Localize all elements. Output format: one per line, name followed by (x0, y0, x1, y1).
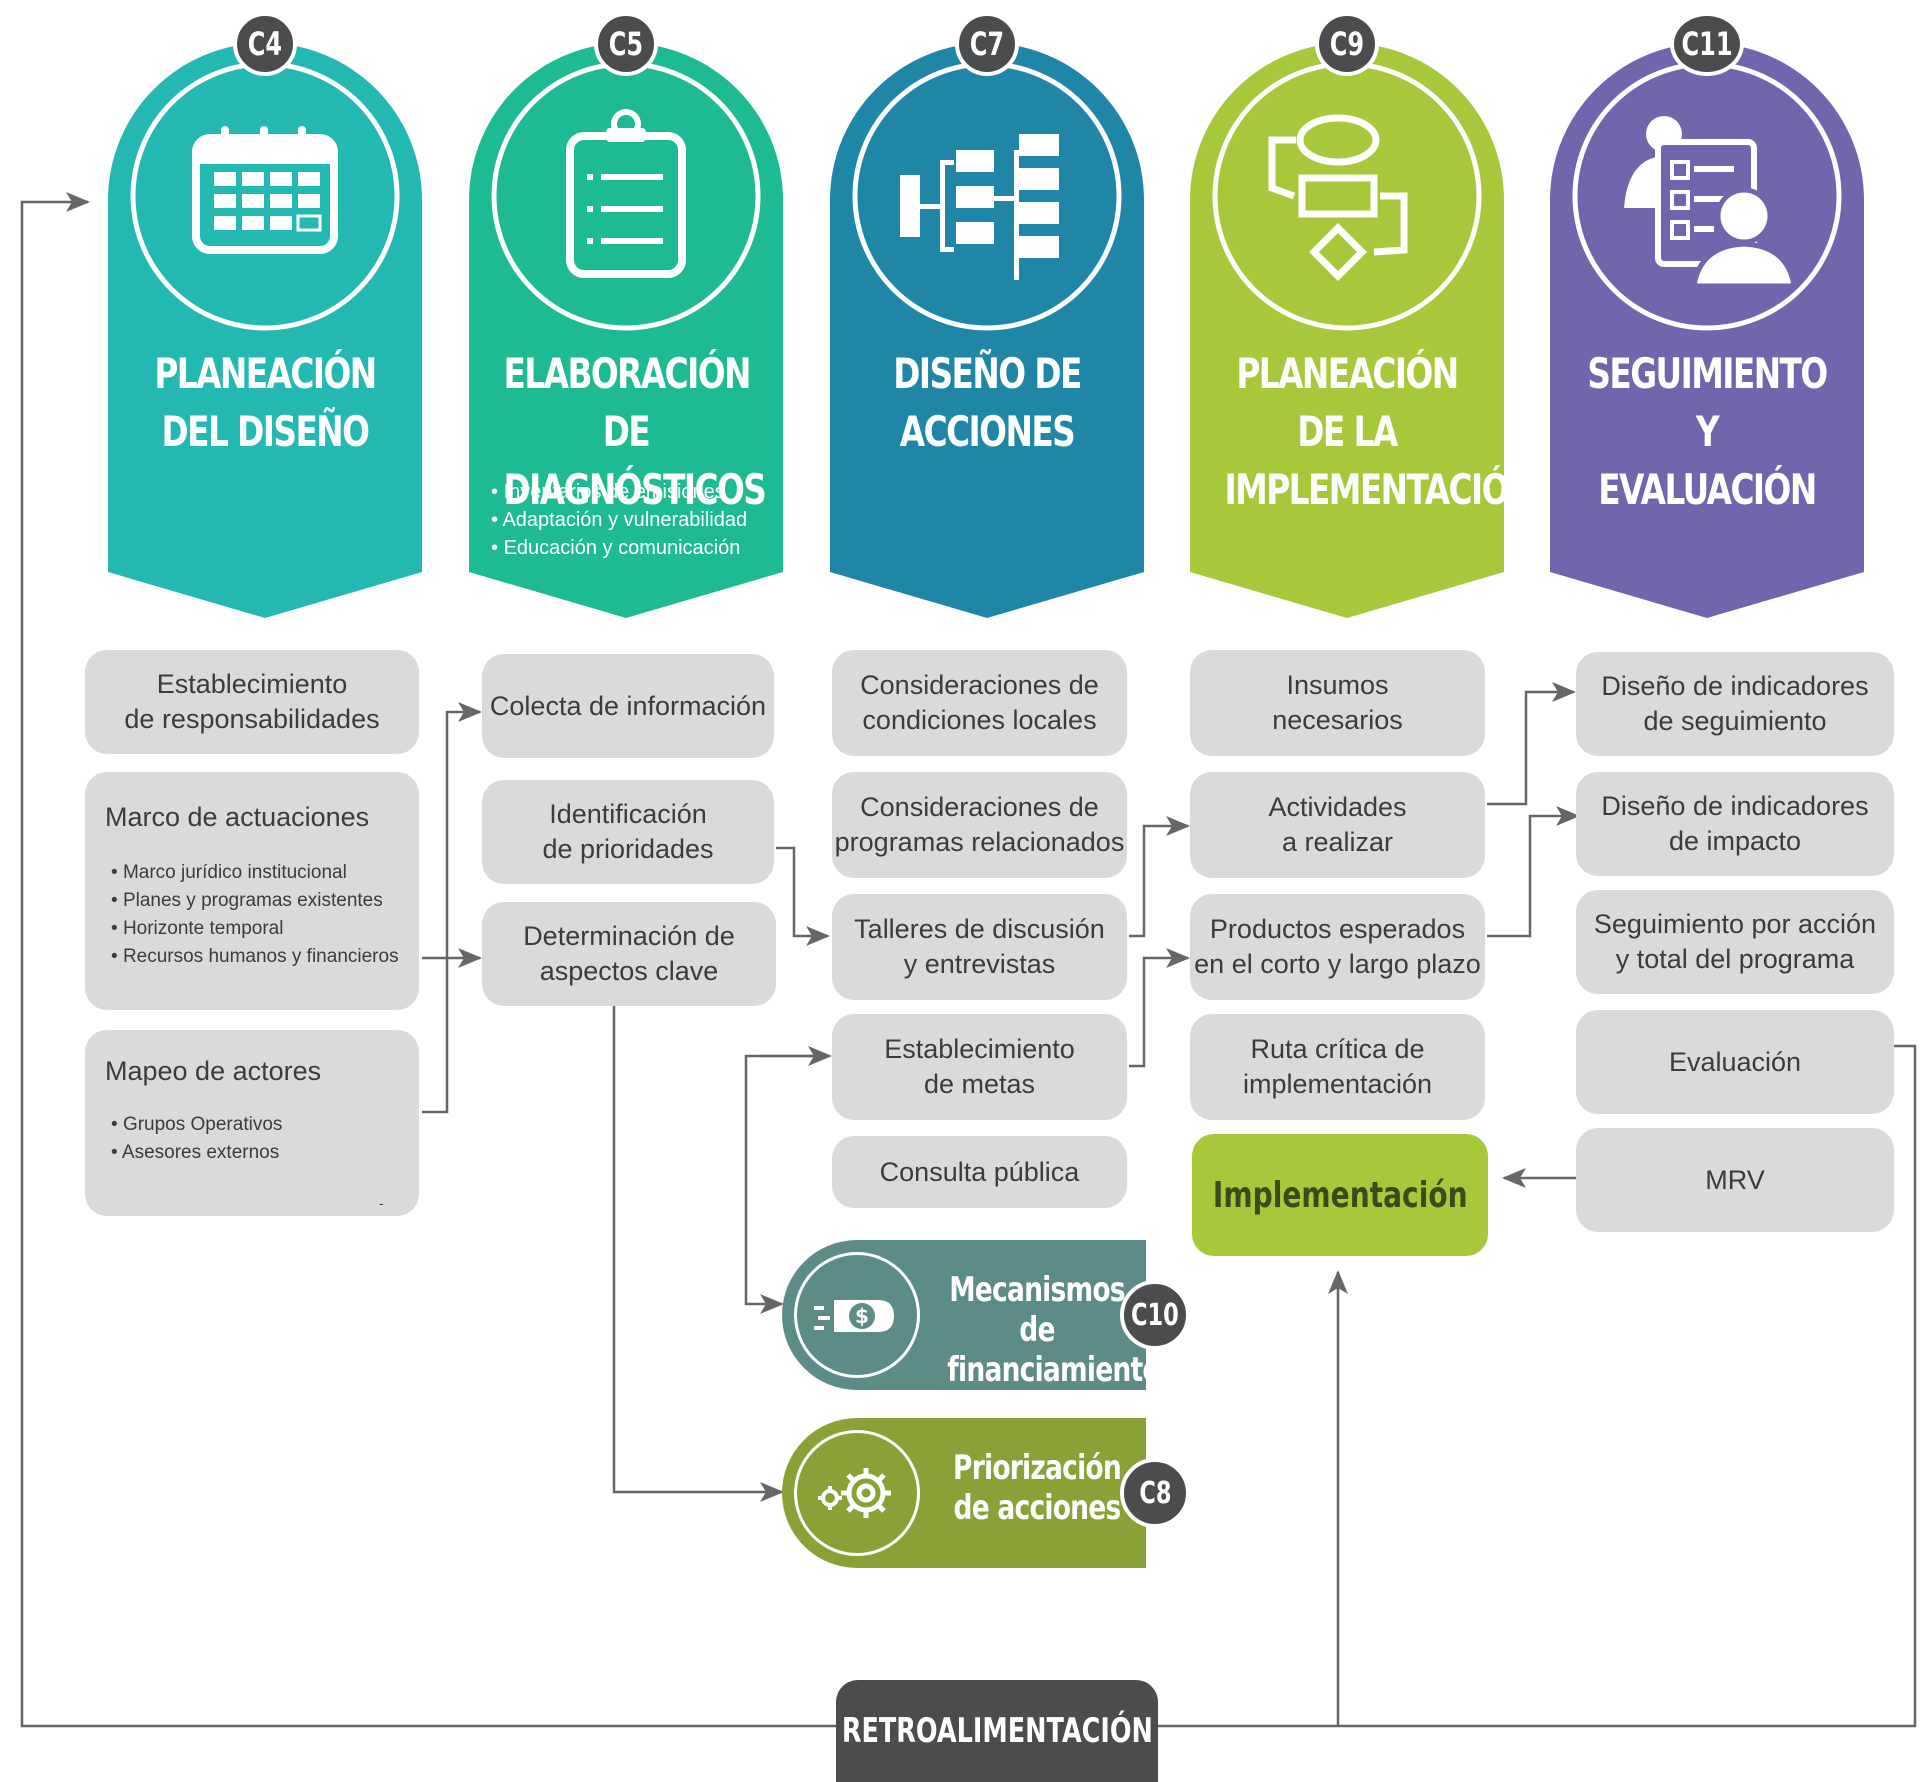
dash-mark: - (379, 1195, 384, 1211)
wire-talleres-to-actividades (1129, 816, 1190, 938)
wire-mapeo-to-colecta (422, 702, 482, 1114)
box-mrv: MRV (1576, 1128, 1894, 1232)
bullet-item: Adaptación y vulnerabilidad (491, 506, 747, 534)
phase-code-badge: C9 (1315, 12, 1379, 76)
box-colecta-informacion: Colecta de información (482, 654, 774, 758)
pill-code-badge: C8 (1120, 1458, 1190, 1528)
bullet-item: Inventarios de emisiones (491, 478, 747, 506)
phase-bullets: Inventarios de emisiones Adaptación y vu… (491, 478, 747, 562)
list-item: Marco jurídico institucional (111, 859, 399, 887)
box-consulta-publica: Consulta pública (832, 1136, 1127, 1208)
pill-ring (794, 1430, 920, 1556)
gears-icon (818, 1468, 891, 1518)
box-title: Mapeo de actores (105, 1056, 322, 1086)
list-item: Horizonte temporal (111, 915, 399, 943)
wire-aspectos-to-priorizacion (612, 1004, 784, 1502)
box-implementacion: Implementación (1192, 1134, 1488, 1256)
phase-code-badge: C7 (955, 12, 1019, 76)
box-marco-actuaciones: Marco de actuaciones Marco jurídico inst… (85, 772, 419, 1010)
pill-code-badge: C10 (1120, 1280, 1190, 1350)
box-sublist: Marco jurídico institucional Planes y pr… (111, 859, 399, 971)
box-evaluacion: Evaluación (1576, 1010, 1894, 1114)
calendar-icon (192, 126, 338, 254)
clipboard-checklist-icon (566, 109, 686, 278)
flowchart-icon (1268, 114, 1408, 281)
phase-code-badge: C11 (1670, 12, 1744, 76)
bullet-item: Educación y comunicación (491, 534, 747, 562)
list-item: Planes y programas existentes (111, 887, 399, 915)
list-item: Recursos humanos y financieros (111, 943, 399, 971)
hand-money-icon: $ (814, 1300, 894, 1332)
phase-code-badge: C5 (594, 12, 658, 76)
list-item: Grupos Operativos (111, 1111, 282, 1139)
box-mapeo-actores: Mapeo de actores Grupos Operativos Aseso… (85, 1030, 419, 1216)
pill-ring (794, 1252, 920, 1378)
phase-code-badge: C4 (233, 12, 297, 76)
person-checklist-icon (1624, 116, 1797, 289)
box-title: Marco de actuaciones (105, 802, 370, 832)
wire-metas-to-productos (1129, 948, 1190, 1068)
box-sublist: Grupos Operativos Asesores externos (111, 1111, 283, 1167)
svg-text:$: $ (855, 1304, 869, 1328)
list-item: Asesores externos (111, 1139, 282, 1167)
wire-prioridades-to-talleres (776, 846, 830, 946)
hierarchy-icon (900, 134, 1059, 280)
wire-actividades-to-seguimiento (1487, 682, 1576, 806)
wire-productos-to-impacto (1487, 806, 1580, 938)
retroalimentacion-box: RETROALIMENTACIÓN (836, 1680, 1158, 1782)
